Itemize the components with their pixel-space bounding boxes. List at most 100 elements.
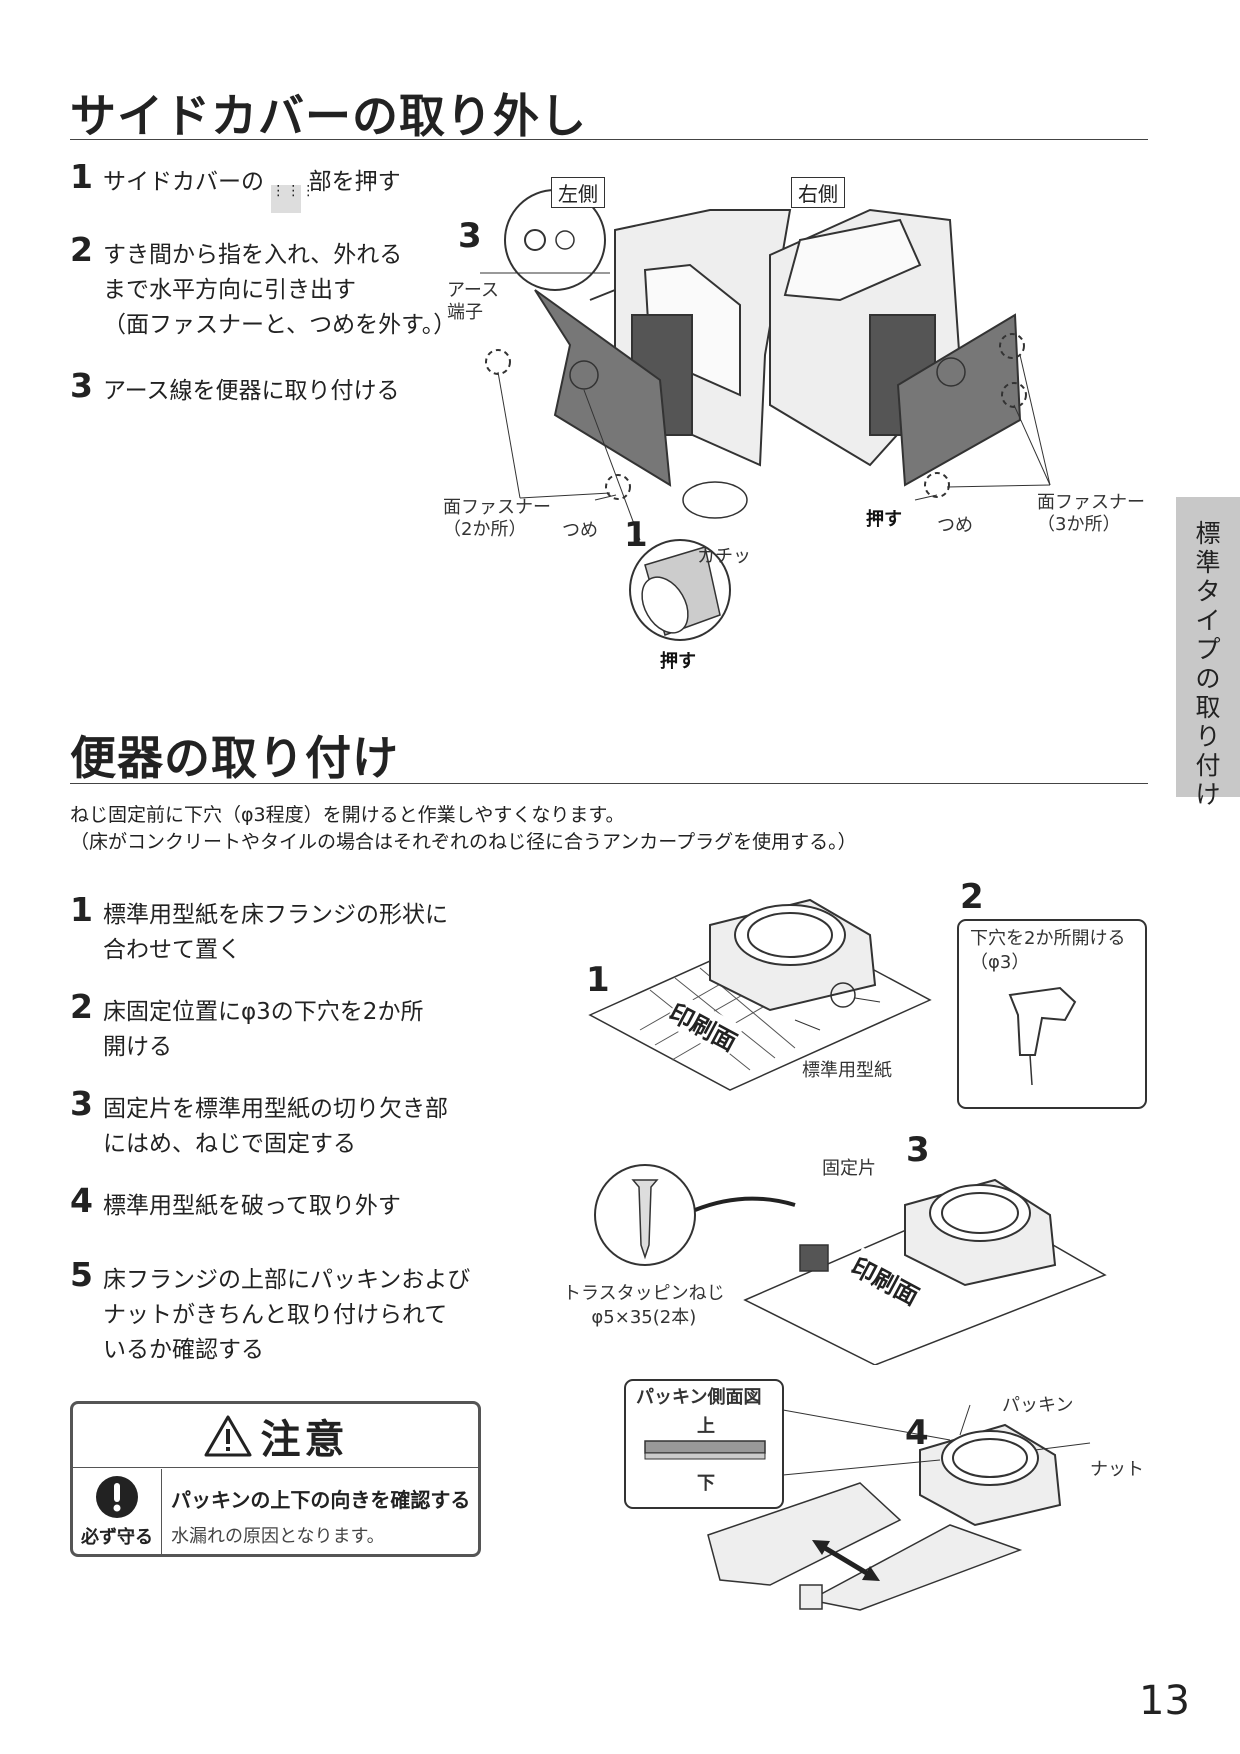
- step-line: 床フランジの上部にパッキンおよび: [103, 1267, 471, 1293]
- figure-mark-3: 3: [906, 1130, 930, 1170]
- toilet-left-illustration: [534, 209, 792, 487]
- floor-flange-illustration: [709, 898, 877, 1012]
- figure-mark-1: 1: [586, 960, 610, 1000]
- packing-figure: [624, 1379, 1091, 1611]
- label-line: 下穴を2か所開ける: [970, 928, 1126, 949]
- step-number: 1: [70, 157, 93, 196]
- s2-step-4: 4 標準用型紙を破って取り外す: [70, 1183, 510, 1224]
- side-tab-char: 取: [1195, 693, 1221, 722]
- step-line: いるか確認する: [103, 1337, 264, 1363]
- right-side-label: 右側: [791, 177, 845, 208]
- step-line: すき間から指を入れ、外れる: [103, 242, 403, 268]
- floor-flange-illustration: [904, 1178, 1057, 1287]
- warning-icon: [204, 1415, 251, 1456]
- intro-line: ねじ固定前に下穴（φ3程度）を開けると作業しやすくなります。: [70, 804, 625, 826]
- step-number: 2: [70, 987, 93, 1026]
- step-line: にはめ、ねじで固定する: [103, 1131, 356, 1157]
- must-observe-label: 必ず守る: [81, 1527, 153, 1548]
- side-tab-char: タ: [1195, 577, 1221, 606]
- step-line: 標準用型紙を床フランジの形状に: [103, 902, 448, 928]
- side-tab-char: イ: [1195, 606, 1221, 635]
- template-label: 標準用型紙: [802, 1060, 892, 1081]
- s2-step-2: 2 床固定位置にφ3の下穴を2か所 開ける: [70, 989, 510, 1065]
- claw-left-label: つめ: [562, 520, 598, 541]
- label-line: 端子: [447, 302, 483, 323]
- side-tab-char: り: [1195, 722, 1221, 751]
- side-cover-figure: [480, 189, 1051, 641]
- figure-mark-4: 4: [905, 1413, 929, 1453]
- s2-step-5: 5 床フランジの上部にパッキンおよび ナットがきちんと取り付けられて いるか確認…: [70, 1257, 510, 1368]
- step-line: ナットがきちんと取り付けられて: [103, 1302, 448, 1328]
- label-line: 面ファスナー: [443, 497, 551, 518]
- side-tab-char: 付: [1195, 751, 1221, 780]
- drill-icon: [1008, 986, 1077, 1056]
- click-label: カチッ: [697, 546, 751, 567]
- bottom-label: 下: [697, 1473, 715, 1494]
- side-tab-char: 標: [1195, 519, 1221, 548]
- packing-side-view-label: パッキン側面図: [636, 1387, 762, 1408]
- label-line: アース: [447, 280, 500, 301]
- step-number: 2: [70, 230, 93, 269]
- step-line: 固定片を標準用型紙の切り欠き部: [103, 1096, 448, 1122]
- label-line: （φ3）: [970, 952, 1030, 973]
- intro-line: （床がコンクリートやタイルの場合はそれぞれのねじ径に合うアンカープラグを使用する…: [70, 831, 857, 853]
- claw-right-label: つめ: [937, 515, 973, 536]
- figure-step-3: 3: [458, 216, 482, 256]
- s1-step-3: 3 アース線を便器に取り付ける: [70, 368, 490, 409]
- section-title-side-cover: サイドカバーの取り外し: [70, 89, 587, 143]
- figure-mark-2: 2: [960, 877, 984, 917]
- left-side-label: 左側: [551, 177, 605, 208]
- side-tab-char: の: [1195, 664, 1221, 693]
- label-line: （2か所）: [443, 519, 527, 540]
- s2-step-1: 1 標準用型紙を床フランジの形状に 合わせて置く: [70, 892, 510, 968]
- s1-step-2: 2 すき間から指を入れ、外れる まで水平方向に引き出す （面ファスナーと、つめを…: [70, 232, 490, 343]
- fastener-left-label: 面ファスナー （2か所）: [443, 497, 551, 541]
- fixing-piece-icon: [799, 1584, 823, 1610]
- step-text: 部を押す: [308, 169, 401, 195]
- screw-label: トラスタッピンねじ φ5×35(2本): [563, 1282, 725, 1330]
- side-tab-char: プ: [1195, 635, 1221, 664]
- template-figure: [588, 898, 1147, 1109]
- tear-arrow-icon: [818, 1542, 872, 1578]
- label-line: トラスタッピンねじ: [563, 1283, 725, 1304]
- fixing-piece-label: 固定片: [822, 1158, 876, 1179]
- packing-cross-section: [644, 1440, 766, 1454]
- earth-terminal-icon: [524, 229, 546, 251]
- caution-box: 注意 必ず守る パッキンの上下の向きを確認する 水漏れの原因となります。: [70, 1401, 481, 1557]
- step-number: 3: [70, 366, 93, 405]
- mandatory-icon: [96, 1476, 138, 1518]
- s2-step-3: 3 固定片を標準用型紙の切り欠き部 にはめ、ねじで固定する: [70, 1086, 510, 1162]
- side-tab-char: 準: [1195, 548, 1221, 577]
- intro-note: ねじ固定前に下穴（φ3程度）を開けると作業しやすくなります。 （床がコンクリート…: [70, 802, 857, 856]
- step-number: 3: [70, 1084, 93, 1123]
- label-line: （3か所）: [1037, 514, 1121, 535]
- screw-icon: [631, 1179, 659, 1260]
- step-line: （面ファスナーと、つめを外す。）: [103, 312, 457, 338]
- label-line: 面ファスナー: [1037, 492, 1145, 513]
- click-bubble: [682, 481, 748, 519]
- nut-label: ナット: [1090, 1459, 1144, 1480]
- page-number: 13: [1139, 1678, 1190, 1724]
- push-label-left: 押す: [660, 651, 696, 672]
- step-line: アース線を便器に取り付ける: [103, 378, 400, 404]
- must-observe-cell: 必ず守る: [73, 1469, 162, 1554]
- push-label-right: 押す: [866, 509, 902, 530]
- ground-symbol-icon: [555, 230, 575, 250]
- step-line: 開ける: [103, 1034, 172, 1060]
- step-text: サイドカバーの: [103, 169, 264, 195]
- earth-terminal-label: アース 端子: [447, 280, 499, 324]
- dots-icon: ⋮⋮⋮: [271, 184, 315, 213]
- packing-label: パッキン: [1002, 1395, 1074, 1416]
- fastener-right-label: 面ファスナー （3か所）: [1037, 492, 1145, 536]
- caution-title: 注意: [260, 1416, 349, 1463]
- step-number: 1: [70, 890, 93, 929]
- title-rule: [70, 783, 1148, 784]
- drill-note: 下穴を2か所開ける （φ3）: [970, 927, 1125, 975]
- side-tab-char: け: [1195, 780, 1221, 809]
- s1-step-1: 1 サイドカバーの ⋮⋮⋮ 部を押す: [70, 159, 450, 213]
- title-rule: [70, 139, 1148, 140]
- label-line: φ5×35(2本): [591, 1307, 697, 1328]
- section-title-toilet-install: 便器の取り付け: [70, 731, 399, 785]
- caution-header: 注意: [73, 1404, 478, 1468]
- step-line: 合わせて置く: [103, 937, 241, 963]
